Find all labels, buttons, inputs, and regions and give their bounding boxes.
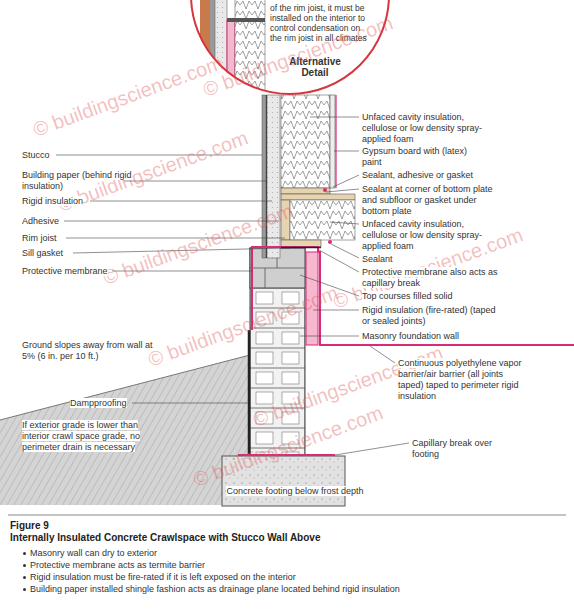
- label-text: Sealant, adhesive or gasket: [362, 170, 473, 180]
- label-text: Adhesive: [22, 216, 59, 226]
- label-text: Masonry wall can dry to exterior: [30, 548, 157, 558]
- label-text: If exterior grade is lower than interior…: [22, 420, 140, 452]
- callout-label: Protective membrane also acts as capilla…: [362, 267, 512, 289]
- label-text: Protective membrane also acts as capilla…: [362, 267, 498, 288]
- label-text: Unfaced cavity insulation, cellulose or …: [362, 112, 482, 144]
- label-text: Protective membrane: [22, 266, 108, 276]
- callout-label: Continuous polyethylene vapor barrier/ai…: [398, 358, 523, 402]
- callout-label: Concrete footing below frost depth: [215, 486, 375, 497]
- callout-label: If exterior grade is lower than interior…: [22, 420, 162, 453]
- bullet-dot: [23, 552, 26, 555]
- bullet-dot: [23, 576, 26, 579]
- label-text: Gypsum board with (latex) paint: [362, 146, 467, 167]
- callout-label: Stucco: [22, 150, 142, 161]
- callout-label: Rigid insulation (fire-rated) (taped or …: [362, 305, 502, 327]
- watermark: © buildingscience.com: [30, 51, 226, 141]
- label-text: Ground slopes away from wall at 5% (6 in…: [22, 340, 153, 361]
- callout-label: Unfaced cavity insulation, cellulose or …: [362, 112, 497, 145]
- label-text: Rim joist: [22, 233, 57, 243]
- label-text: Rigid insulation: [22, 196, 83, 206]
- callout-label: Sill gasket: [22, 248, 142, 259]
- callout-label: Adhesive: [22, 216, 142, 227]
- bullet-dot: [23, 564, 26, 567]
- label-text: Sealant at corner of bottom plate and su…: [362, 184, 493, 216]
- callout-label: Sealant: [362, 254, 482, 265]
- label-text: Sill gasket: [22, 248, 63, 258]
- label-text: Rigid insulation (fire-rated) (taped or …: [362, 305, 496, 326]
- label-text: Figure 9: [10, 520, 49, 531]
- label-text: Masonry foundation wall: [362, 331, 459, 341]
- callout-label: Sealant, adhesive or gasket: [362, 170, 512, 181]
- figure-number: Figure 9: [10, 520, 210, 531]
- label-text: Rigid insulation must be fire-rated if i…: [30, 572, 296, 582]
- callout-label: Rim joist: [22, 233, 142, 244]
- callout-label: Ground slopes away from wall at 5% (6 in…: [22, 340, 162, 362]
- label-text: Concrete footing below frost depth: [226, 486, 363, 496]
- figure-title: Internally Insulated Concrete Crawlspace…: [10, 532, 550, 543]
- label-text: Continuous polyethylene vapor barrier/ai…: [398, 358, 522, 401]
- label-text: Protective membrane acts as termite barr…: [30, 560, 205, 570]
- callout-label: Rigid insulation: [22, 196, 142, 207]
- callout-label: Sealant at corner of bottom plate and su…: [362, 184, 497, 217]
- label-text: Sealant: [362, 254, 393, 264]
- callout-label: Gypsum board with (latex) paint: [362, 146, 472, 168]
- callout-label: Top courses filled solid: [362, 291, 512, 302]
- label-text: Unfaced cavity insulation, cellulose or …: [362, 219, 482, 251]
- bullet-dot: [23, 588, 26, 591]
- label-text: Dampproofing: [70, 398, 127, 408]
- bullet-note: Building paper installed shingle fashion…: [30, 584, 550, 595]
- bullet-note: Masonry wall can dry to exterior: [30, 548, 550, 559]
- callout-label: Dampproofing: [70, 398, 140, 409]
- label-text: Capillary break over footing: [412, 438, 492, 459]
- label-text: Building paper (behind rigid insulation): [22, 170, 132, 191]
- label-text: Building paper installed shingle fashion…: [30, 584, 400, 594]
- callout-label: Building paper (behind rigid insulation): [22, 170, 137, 192]
- label-text: Stucco: [22, 150, 50, 160]
- bullet-note: Protective membrane acts as termite barr…: [30, 560, 550, 571]
- callout-label: Capillary break over footing: [412, 438, 502, 460]
- bullet-note: Rigid insulation must be fire-rated if i…: [30, 572, 550, 583]
- callout-label: Unfaced cavity insulation, cellulose or …: [362, 219, 497, 252]
- callout-label: Protective membrane: [22, 266, 142, 277]
- label-text: Top courses filled solid: [362, 291, 453, 301]
- callout-label: Masonry foundation wall: [362, 331, 512, 342]
